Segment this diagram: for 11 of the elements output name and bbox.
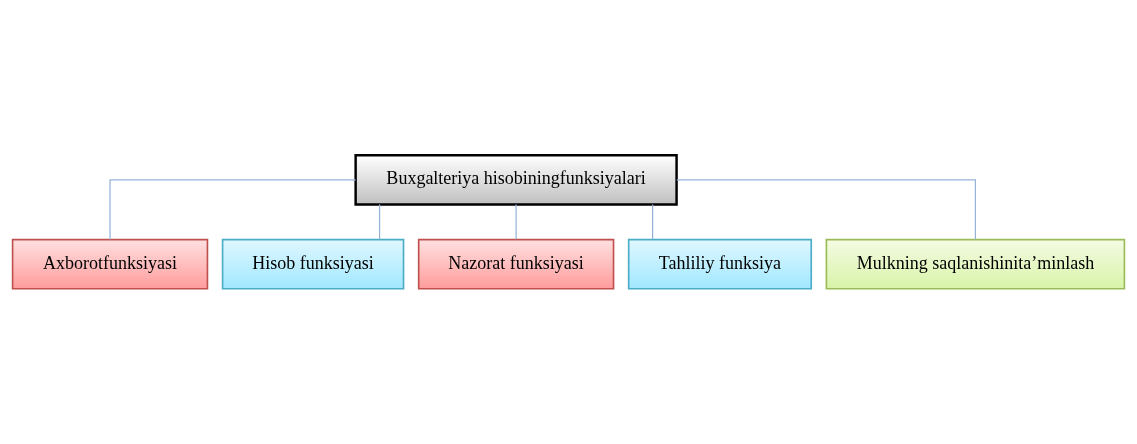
connector [109, 179, 357, 241]
node-box: Nazorat funksiyasi [417, 238, 615, 290]
connector [676, 179, 976, 241]
node-box: Hisob funksiyasi [221, 238, 405, 290]
node-box: Mulkning saqlanishinita’minlash [825, 238, 1126, 290]
connector [378, 203, 381, 240]
node-box: Tahliliy funksiya [627, 238, 813, 290]
connector [515, 203, 517, 240]
node-box: Axborotfunksiyasi [11, 238, 209, 290]
node-box: Buxgalteriya hisobiningfunksiyalari [354, 154, 678, 206]
connector [652, 203, 654, 240]
